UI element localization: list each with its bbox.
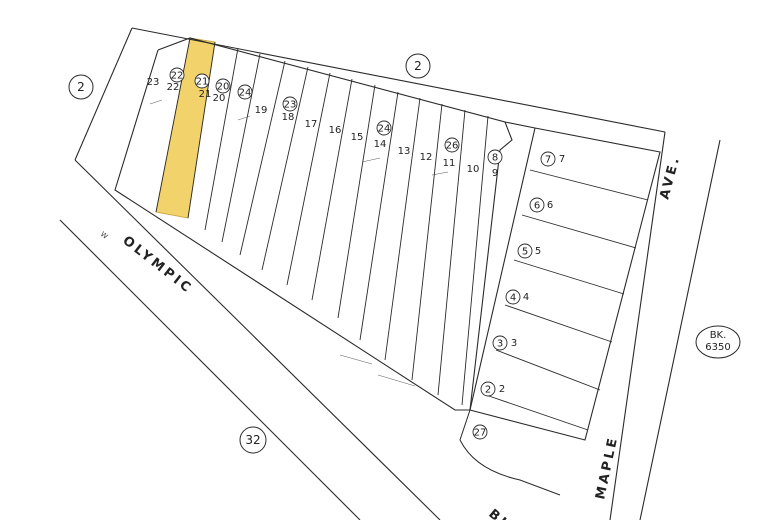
lot-number-14: 14 [374,139,387,150]
lot-number-23: 23 [147,77,160,88]
lot-number-22: 22 [167,82,180,93]
lot-column-boundary [469,127,661,441]
parcel-bubble-24[interactable]: 24 [376,120,392,136]
parcel-bubble-col-3[interactable]: 3 [492,335,508,351]
parcel-bubble-26-label: 26 [446,141,459,152]
parcel-bubble-col-6[interactable]: 6 [529,197,545,213]
parcel-bubble-col-27-label: 27 [474,428,487,439]
lot-dividers-column [485,169,649,431]
lot-number-9: 9 [492,168,498,179]
lot-number-18: 18 [282,112,295,123]
book-reference-line2: 6350 [705,342,730,353]
parcel-bubble-col-2[interactable]: 2 [480,381,496,397]
lot-dividers-row [155,37,489,406]
lot-number-13: 13 [398,146,411,157]
parcel-bubble-21-label: 21 [196,77,209,88]
lot-number-3: 3 [511,338,517,349]
parcel-bubble-col-27[interactable]: 27 [472,424,488,440]
parcel-bubble-col-7-label: 7 [545,155,551,166]
parcel-bubble-col-6-label: 6 [534,201,540,212]
parcel-bubble-22[interactable]: 22 [169,67,185,83]
lot-number-7: 7 [559,154,565,165]
lot-number-20: 20 [213,93,226,104]
parcel-bubble-col-4[interactable]: 4 [505,289,521,305]
parcel-bubble-24[interactable]: 24 [237,84,253,100]
book-reference-line1: BK. [710,330,727,341]
lot-number-4: 4 [523,292,529,303]
parcel-bubbles-column: 7 6 5 4 3 2 27 [472,151,556,440]
parcel-bubble-col-2-label: 2 [485,385,491,396]
dimension-ticks [149,99,449,387]
block-number-top-center-label: 2 [414,59,422,73]
street-label-olympic: OLYMPIC [120,233,196,297]
parcel-bubble-20-label: 20 [217,82,230,93]
parcel-bubble-23-label: 23 [284,100,297,111]
parcel-bubble-col-5[interactable]: 5 [517,243,533,259]
highlighted-parcel[interactable] [155,37,216,219]
lot-number-labels-column: 7 6 5 4 3 2 [499,154,565,395]
lot-number-6: 6 [547,200,553,211]
lot-number-2: 2 [499,384,505,395]
parcel-bubble-24-label: 24 [239,88,252,99]
street-prefix-olympic: W [99,230,109,241]
lot-number-11: 11 [443,158,456,169]
parcel-bubble-24-label: 24 [378,124,391,135]
parcel-bubble-col-7[interactable]: 7 [540,151,556,167]
lot-number-10: 10 [467,164,480,175]
lot-number-5: 5 [535,246,541,257]
parcel-bubble-col-3-label: 3 [497,339,503,350]
block-number-top-left-label: 2 [77,80,85,94]
parcel-bubble-26[interactable]: 26 [444,137,460,153]
parcel-bubble-20[interactable]: 20 [215,78,231,94]
block-number-bottom-label: 32 [245,433,260,447]
street-label-blvd: BL [485,507,513,520]
lot-number-21: 21 [199,89,212,100]
lot-number-16: 16 [329,125,342,136]
lot-number-19: 19 [255,105,268,116]
book-reference: BK. 6350 [695,325,741,359]
parcel-bubble-21[interactable]: 21 [194,73,210,89]
lot-number-15: 15 [351,132,364,143]
lot-number-12: 12 [420,152,433,163]
block-number-top-center: 2 [405,53,431,79]
block-number-top-left: 2 [68,74,94,100]
block-boundary-lines [59,27,721,520]
parcel-bubble-23[interactable]: 23 [282,96,298,112]
lot-number-17: 17 [305,119,318,130]
lot-row-boundary [114,37,536,411]
parcel-bubble-22-label: 22 [171,71,184,82]
corner-lot-boundary [459,409,561,496]
block-number-bottom: 32 [239,426,267,454]
parcel-bubble-col-4-label: 4 [510,293,516,304]
parcel-bubble-col-5-label: 5 [522,247,528,258]
parcel-bubble-8[interactable]: 8 [487,149,503,165]
parcel-bubble-8-label: 8 [492,153,498,164]
